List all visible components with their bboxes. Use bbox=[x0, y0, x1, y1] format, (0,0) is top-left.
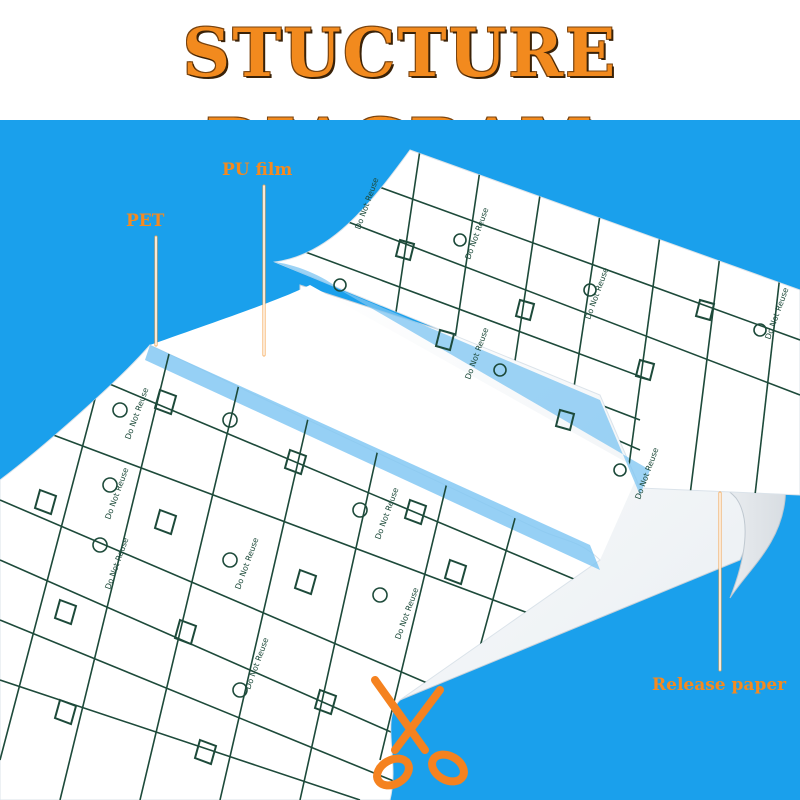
label-leader-lines bbox=[154, 184, 722, 672]
glove-icon bbox=[33, 388, 468, 766]
left-pet-edge bbox=[145, 345, 600, 570]
no-reuse-icon bbox=[333, 233, 767, 477]
left-printed-sheet bbox=[0, 344, 601, 800]
scissors-icon bbox=[371, 676, 468, 790]
glove-icon bbox=[394, 238, 716, 432]
title-band: STUCTURE DIAGRAM bbox=[0, 0, 800, 182]
pu-film-sheet bbox=[150, 285, 640, 560]
label-pu-film: PU film bbox=[222, 160, 293, 180]
no-reuse-icon bbox=[92, 402, 388, 698]
label-release-paper: Release paper bbox=[652, 675, 787, 695]
right-printed-sheet bbox=[273, 149, 800, 496]
label-pet: PET bbox=[126, 211, 165, 231]
